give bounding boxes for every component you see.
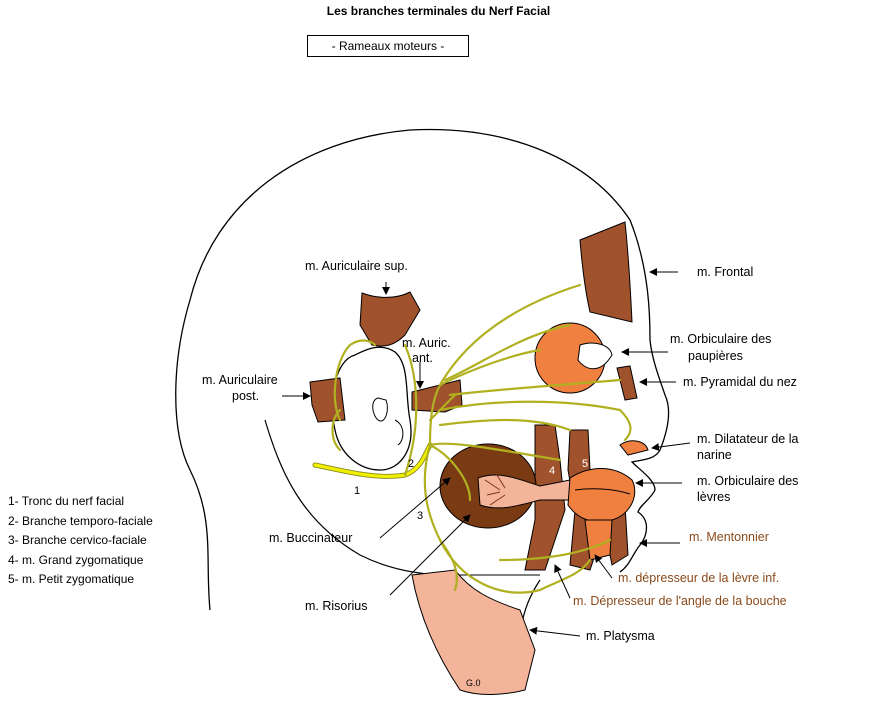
dilatateur-narine-muscle	[619, 440, 649, 456]
number-1: 1	[354, 485, 361, 497]
label-depresseur-angle: m. Dépresseur de l'angle de la bouche	[573, 594, 787, 608]
label-auriculaire-sup: m. Auriculaire sup.	[305, 259, 408, 273]
auriculaire-post-muscle	[309, 377, 346, 423]
head-outline	[175, 128, 670, 611]
legend-item-1: 1- Tronc du nerf facial	[8, 494, 125, 508]
pointer-lines	[282, 268, 691, 637]
label-orbiculaire-levres-line1: m. Orbiculaire des	[697, 474, 799, 488]
label-auric-ant-line1: m. Auric.	[402, 336, 451, 350]
depresseur-levre-muscle	[584, 519, 613, 561]
label-pyramidal: m. Pyramidal du nez	[683, 375, 797, 389]
legend-item-4: 4- m. Grand zygomatique	[8, 552, 144, 567]
frontal-muscle	[579, 221, 633, 323]
facial-nerve-branches	[312, 283, 632, 594]
neck-back	[264, 419, 451, 576]
orbiculaire-levres-muscle	[567, 468, 636, 523]
label-dilatateur-line2: narine	[697, 448, 732, 462]
number-5: 5	[582, 458, 589, 470]
label-orbiculaire-paupieres-line2: paupières	[688, 349, 743, 363]
label-auric-ant-line2: ant.	[412, 351, 433, 365]
label-mentonnier: m. Mentonnier	[689, 530, 769, 544]
label-auriculaire-post-line2: post.	[232, 389, 260, 403]
ear	[331, 346, 412, 471]
label-platysma: m. Platysma	[586, 629, 655, 643]
number-2: 2	[408, 458, 415, 470]
label-buccinateur: m. Buccinateur	[269, 531, 353, 545]
legend-item-3: 3- Branche cervico-faciale	[8, 533, 147, 547]
auriculaire-sup-muscle	[359, 291, 421, 347]
ear-inner	[372, 397, 388, 422]
diagram-title: Les branches terminales du Nerf Facial	[326, 4, 551, 18]
label-depresseur-levre: m. dépresseur de la lèvre inf.	[618, 571, 780, 585]
pyramidal-muscle	[616, 365, 638, 401]
platysma-muscle	[411, 569, 536, 696]
legend-item-2: 2- Branche temporo-faciale	[8, 513, 153, 528]
legend: 1- Tronc du nerf facial 2- Branche tempo…	[8, 492, 153, 590]
label-risorius: m. Risorius	[305, 599, 368, 613]
number-3: 3	[417, 510, 424, 522]
legend-item-5: 5- m. Petit zygomatique	[8, 572, 135, 586]
diagram-subtitle: - Rameaux moteurs -	[307, 35, 469, 57]
label-orbiculaire-paupieres-line1: m. Orbiculaire des	[670, 332, 772, 346]
signature: G.0	[466, 678, 481, 688]
number-4: 4	[549, 465, 556, 477]
label-auriculaire-post-line1: m. Auriculaire	[202, 373, 278, 387]
label-frontal: m. Frontal	[697, 265, 754, 279]
label-dilatateur-line1: m. Dilatateur de la	[697, 432, 799, 446]
label-orbiculaire-levres-line2: lèvres	[697, 490, 731, 504]
